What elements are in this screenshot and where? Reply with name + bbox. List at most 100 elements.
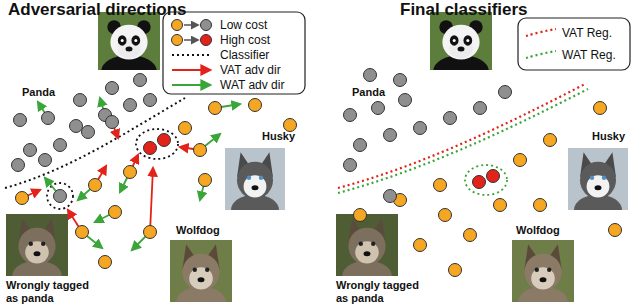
husky-photo xyxy=(568,148,628,210)
low-cost-point xyxy=(54,190,67,203)
low-cost-point xyxy=(372,102,385,115)
high-cost-point xyxy=(473,176,486,189)
sample-point xyxy=(514,154,527,167)
low-cost-point xyxy=(414,122,427,135)
legend-sample xyxy=(172,35,183,46)
legend-label: WAT Reg. xyxy=(562,48,616,62)
legend-sample xyxy=(184,24,198,26)
low-cost-point xyxy=(82,126,95,139)
image-label: Panda xyxy=(352,86,385,99)
panel-title: Final classifiers xyxy=(400,0,528,20)
legend-sample xyxy=(526,51,556,58)
image-label: Husky xyxy=(592,130,625,143)
low-cost-point xyxy=(124,99,137,112)
legend-label: Classifier xyxy=(220,48,269,62)
legend-sample xyxy=(172,84,210,86)
sample-point xyxy=(434,179,447,192)
low-cost-point xyxy=(12,159,25,172)
sample-point xyxy=(594,102,607,115)
image-label: Wolfdog xyxy=(176,224,220,237)
low-cost-point xyxy=(42,112,55,125)
sample-point xyxy=(76,226,89,239)
legend-sample xyxy=(172,54,212,56)
sample-point xyxy=(464,229,477,242)
wolf-photo xyxy=(336,214,398,276)
legend-sample xyxy=(184,39,198,41)
low-cost-point xyxy=(106,82,119,95)
legend-sample xyxy=(172,69,210,71)
sample-point xyxy=(534,199,547,212)
sample-point xyxy=(354,209,367,222)
low-cost-point xyxy=(384,190,397,203)
low-cost-point xyxy=(399,94,412,107)
low-cost-point xyxy=(74,94,87,107)
sample-point xyxy=(209,102,222,115)
mislabel-ring xyxy=(47,183,73,209)
legend-label: Low cost xyxy=(220,18,267,32)
sample-point xyxy=(494,199,507,212)
sample-point xyxy=(199,174,212,187)
low-cost-point xyxy=(106,116,119,129)
sample-point xyxy=(439,209,452,222)
sample-point xyxy=(109,206,122,219)
low-cost-point xyxy=(344,109,357,122)
legend-label: WAT adv dir xyxy=(220,78,284,92)
legend-sample xyxy=(201,20,212,31)
sample-point xyxy=(249,99,262,112)
image-label: Wrongly tagged as panda xyxy=(336,279,428,305)
wolfdog-photo xyxy=(512,240,574,302)
legend-label: VAT Reg. xyxy=(562,26,612,40)
image-label: Husky xyxy=(262,130,295,143)
data-points xyxy=(12,69,622,277)
sample-point xyxy=(544,134,557,147)
panda-photo xyxy=(430,12,492,70)
sample-point xyxy=(99,256,112,269)
low-cost-point xyxy=(14,114,27,127)
sample-point xyxy=(124,166,137,179)
legend-box xyxy=(518,18,630,70)
low-cost-point xyxy=(70,120,83,133)
low-cost-point xyxy=(134,74,147,87)
low-cost-point xyxy=(344,159,357,172)
sample-point xyxy=(144,226,157,239)
low-cost-point xyxy=(499,86,512,99)
sample-point xyxy=(284,119,297,132)
vat-arrow xyxy=(150,168,153,232)
low-cost-point xyxy=(394,74,407,87)
legend-box xyxy=(163,12,305,94)
image-label: Wrongly tagged as panda xyxy=(6,279,98,305)
low-cost-point xyxy=(54,139,67,152)
image-label: Panda xyxy=(22,86,55,99)
panda-photo xyxy=(98,12,160,70)
low-cost-point xyxy=(24,144,37,157)
wat-boundary xyxy=(338,89,588,193)
sample-point xyxy=(179,122,192,135)
sample-point xyxy=(449,264,462,277)
sample-point xyxy=(89,179,102,192)
vat-boundary xyxy=(338,84,585,188)
image-label: Wolfdog xyxy=(516,224,560,237)
sample-point xyxy=(16,192,29,205)
legend-sample xyxy=(201,35,212,46)
high-cost-point xyxy=(158,134,171,147)
low-cost-point xyxy=(444,112,457,125)
high-cost-point xyxy=(144,142,157,155)
low-cost-point xyxy=(354,139,367,152)
low-cost-point xyxy=(474,102,487,115)
legend-label: VAT adv dir xyxy=(220,63,281,77)
low-cost-point xyxy=(384,129,397,142)
panel-title: Adversarial directions xyxy=(8,0,187,20)
sample-point xyxy=(609,224,622,237)
wolfdog-photo xyxy=(170,240,232,302)
legend-sample xyxy=(526,29,556,36)
husky-photo xyxy=(225,148,285,210)
wolf-photo xyxy=(6,214,68,276)
sample-point xyxy=(414,239,427,252)
legend-sample xyxy=(172,20,183,31)
low-cost-point xyxy=(364,69,377,82)
high-cost-point xyxy=(487,170,500,183)
low-cost-point xyxy=(144,94,157,107)
high-cost-ring xyxy=(136,129,178,159)
